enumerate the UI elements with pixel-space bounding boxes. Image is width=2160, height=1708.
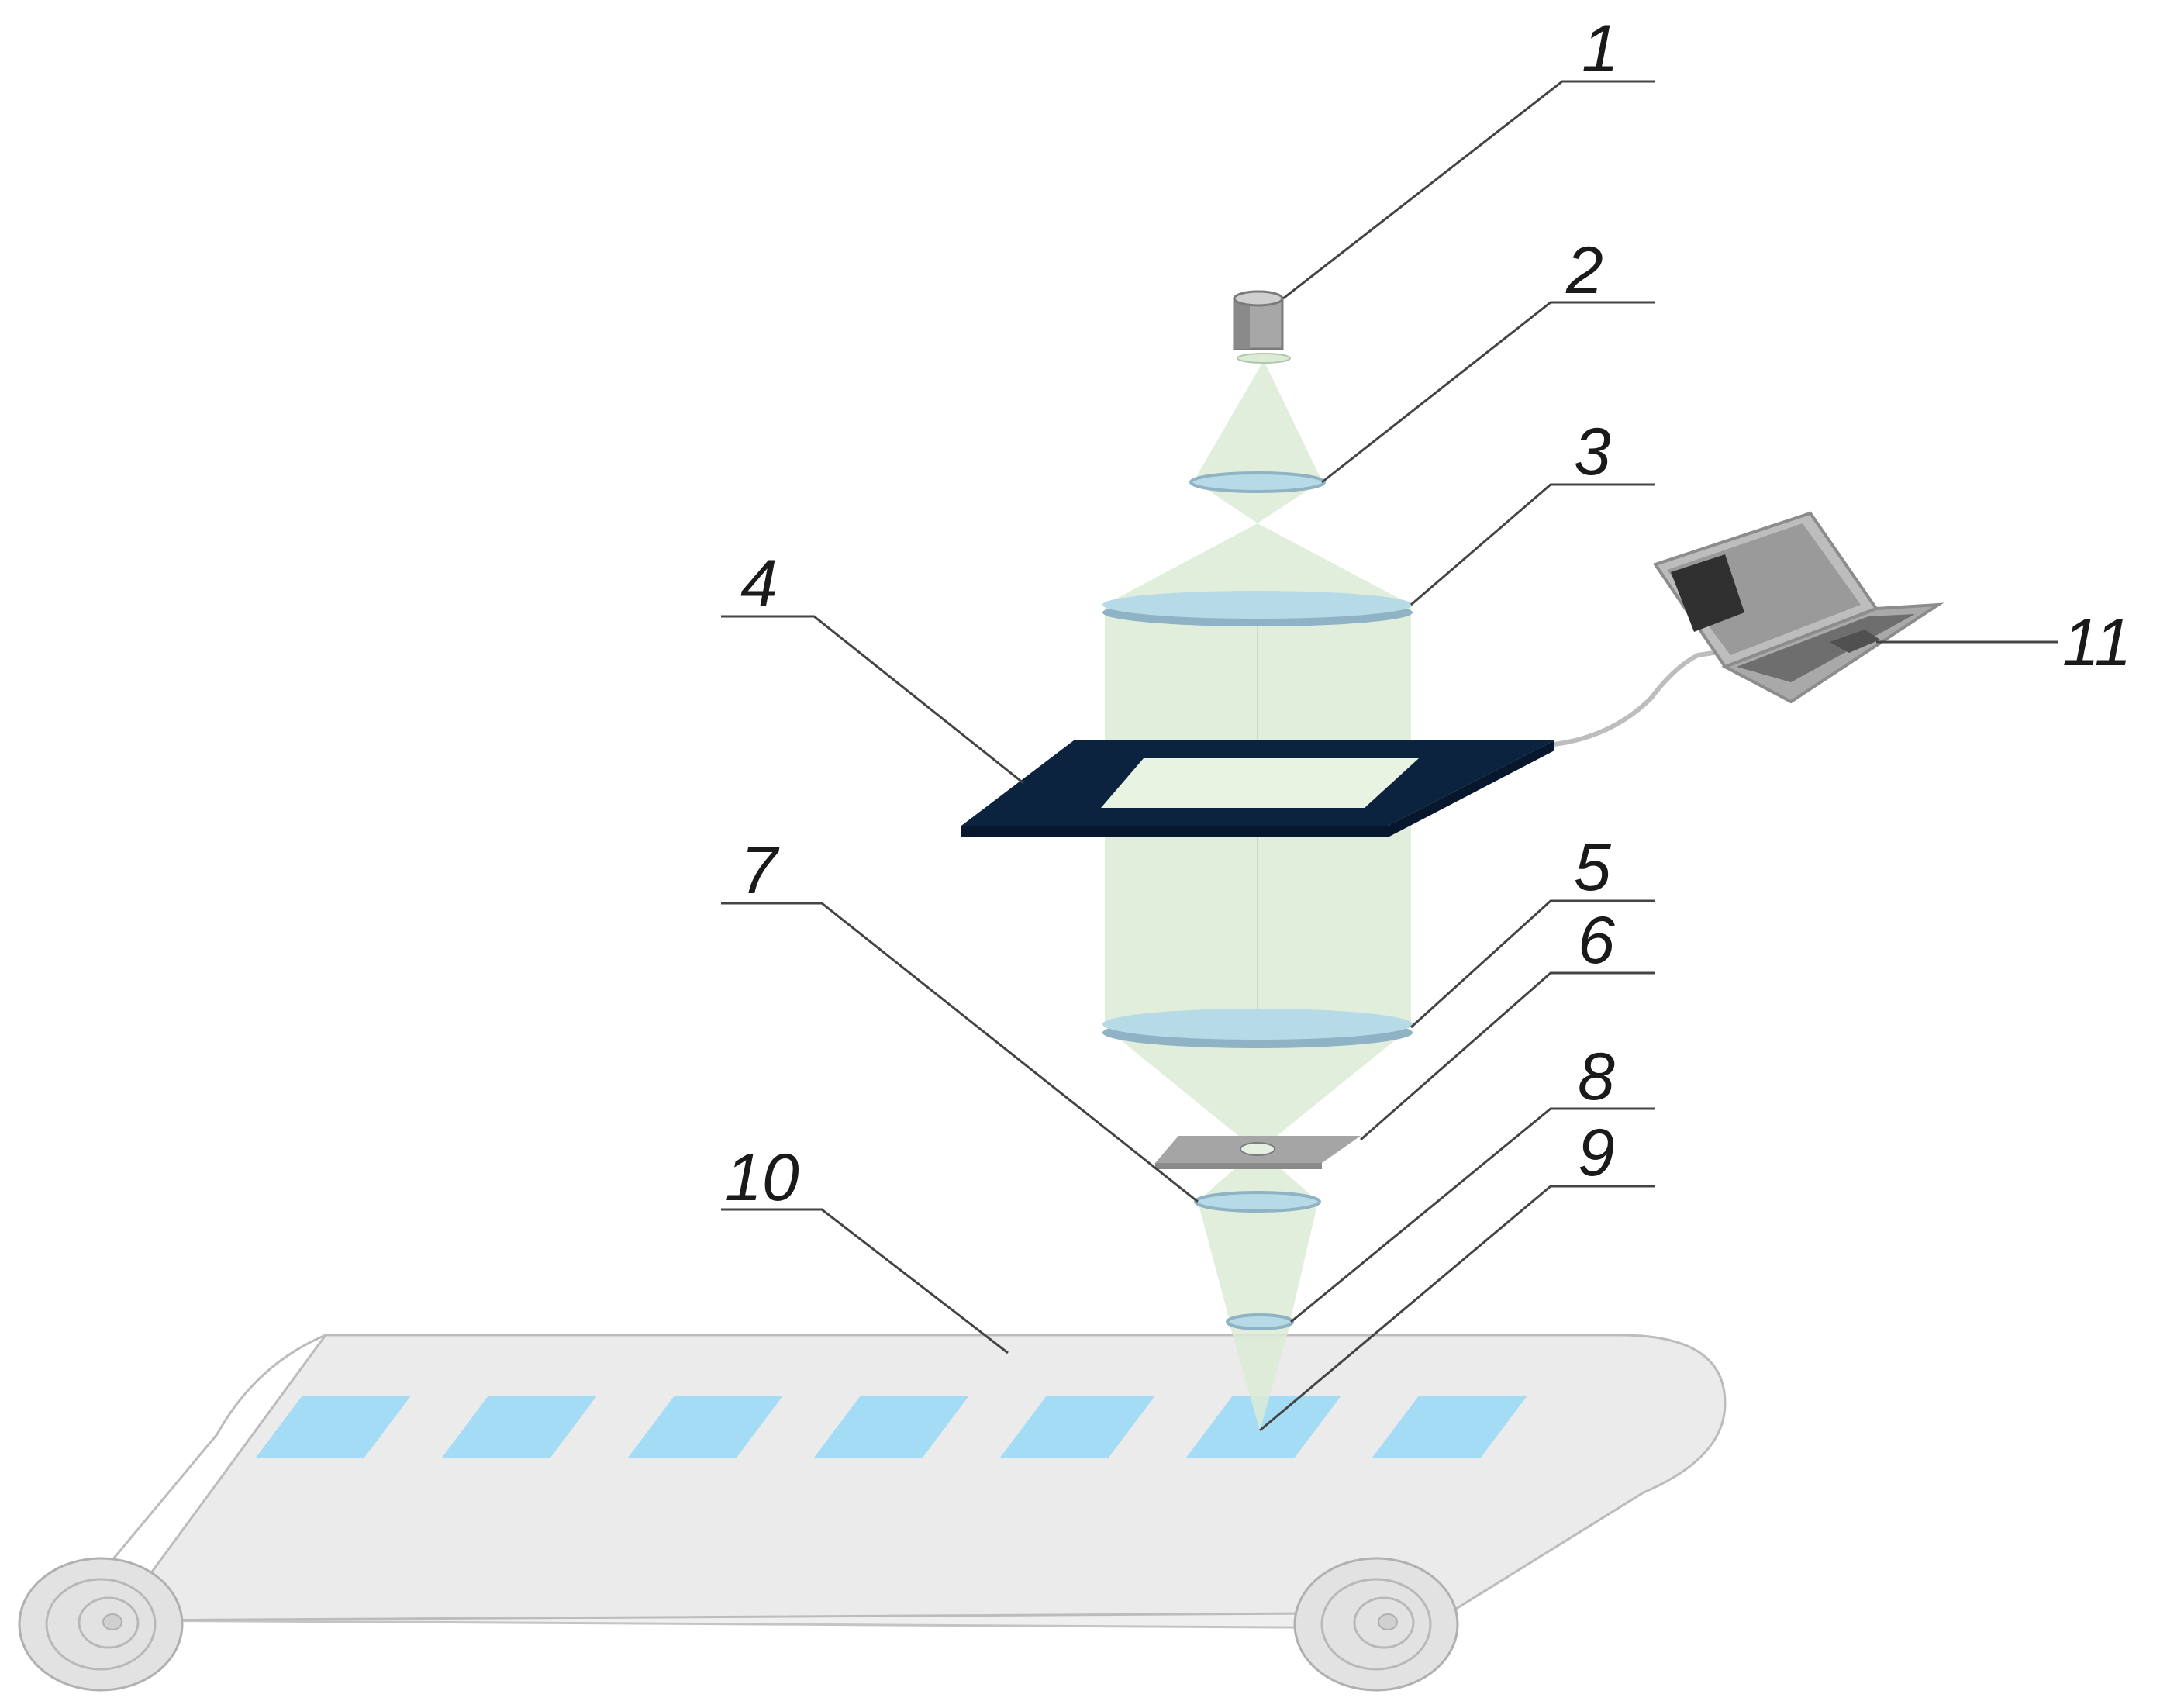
beam-cone-focus (1198, 1202, 1318, 1318)
sample-plate (814, 1396, 969, 1458)
light-source (1233, 290, 1291, 364)
lens-3 (1102, 591, 1413, 626)
callout-10: 10 (725, 1140, 799, 1215)
lens-2 (1189, 471, 1326, 493)
leader-5 (1410, 899, 1655, 1029)
callout-3: 3 (1574, 415, 1611, 489)
leader-2 (1321, 301, 1655, 484)
sample-plate (628, 1396, 783, 1458)
leader-6 (1360, 971, 1655, 1141)
beam-cone-sample (1229, 1322, 1291, 1430)
leader-lines (721, 80, 2058, 1432)
callout-7: 7 (740, 833, 780, 908)
lens-8 (1226, 1313, 1294, 1330)
callout-labels: 1 2 3 4 5 6 7 8 9 10 11 (725, 12, 2131, 1215)
leader-8 (1290, 1107, 1655, 1323)
callout-6: 6 (1578, 903, 1615, 978)
leader-1 (1282, 80, 1655, 300)
conveyor-belt (18, 1334, 1727, 1692)
leader-7 (721, 902, 1199, 1203)
callout-4: 4 (740, 547, 778, 621)
leader-4 (721, 615, 1024, 785)
data-cable (1554, 641, 1776, 747)
right-roller (1293, 1557, 1459, 1692)
lens-7 (1194, 1191, 1321, 1213)
beam-hourglass-bottom (1105, 523, 1411, 605)
callout-8: 8 (1578, 1040, 1615, 1114)
laptop-computer (1652, 511, 1944, 704)
left-roller (18, 1557, 184, 1692)
callout-11: 11 (2062, 606, 2131, 680)
beam-cone-converge (1105, 1027, 1411, 1151)
callout-1: 1 (1582, 12, 1619, 86)
leader-9 (1259, 1185, 1655, 1432)
leader-10 (721, 1208, 1009, 1354)
callout-2: 2 (1565, 233, 1603, 308)
sample-plate (442, 1396, 597, 1458)
callout-9: 9 (1578, 1116, 1615, 1190)
beam-cone-source (1194, 361, 1322, 481)
sample-plate (1372, 1396, 1527, 1458)
sample-plate (256, 1396, 411, 1458)
leader-3 (1410, 483, 1655, 606)
spatial-light-modulator (961, 740, 1554, 837)
callout-5: 5 (1574, 830, 1612, 905)
belt-samples (256, 1396, 1527, 1458)
beam-after-aperture (1202, 1155, 1314, 1198)
sample-plate (1000, 1396, 1155, 1458)
lens-5 (1102, 1009, 1413, 1048)
aperture-plate (1155, 1136, 1361, 1169)
